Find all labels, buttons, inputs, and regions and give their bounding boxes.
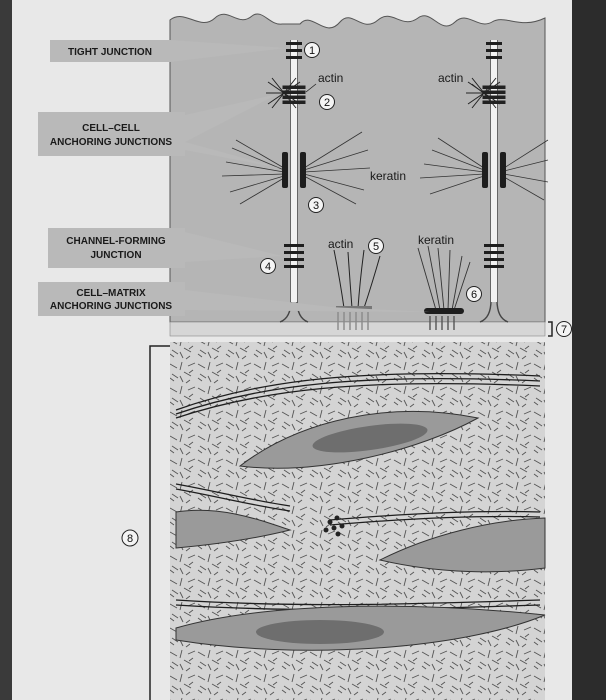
basal-lamina	[169, 321, 546, 337]
connective-tissue-bracket	[149, 345, 170, 700]
adherens-junction	[266, 77, 506, 109]
label-channel-forming-line2: JUNCTION	[90, 250, 141, 261]
label-channel-forming-line1: CHANNEL-FORMING	[66, 236, 166, 247]
word-keratin-low: keratin	[418, 233, 454, 247]
cell-matrix-label-box	[38, 282, 185, 316]
page-edge	[572, 0, 606, 700]
marker-4: 4	[265, 261, 271, 273]
label-cell-cell-line2: ANCHORING JUNCTIONS	[50, 137, 173, 148]
collagen-bundles	[175, 372, 541, 611]
label-pointers	[170, 40, 430, 312]
label-cell-matrix-line2: ANCHORING JUNCTIONS	[50, 301, 173, 312]
label-tight-junction: TIGHT JUNCTION	[68, 47, 152, 58]
word-keratin-mid: keratin	[370, 169, 406, 183]
lateral-membranes	[279, 40, 509, 323]
marker-7: 7	[561, 324, 567, 336]
epithelial-cell-layer	[169, 13, 546, 323]
actin-left-leader	[305, 83, 317, 93]
label-cell-cell-line1: CELL–CELL	[82, 123, 140, 134]
desmosome	[221, 131, 549, 205]
channel-forming-label-box	[48, 228, 185, 268]
tight-junction-label-box	[50, 40, 170, 62]
gap-junction	[284, 244, 504, 268]
marker-8: 8	[127, 533, 133, 545]
marker-3: 3	[313, 200, 319, 212]
granule-cluster	[323, 515, 345, 537]
actin-right-leader	[471, 83, 483, 93]
label-cell-matrix-line1: CELL–MATRIX	[76, 288, 146, 299]
fibroblasts	[175, 410, 546, 651]
marker-5: 5	[373, 241, 379, 253]
marker-1: 1	[309, 45, 315, 57]
number-markers: 1 2 3 4 5 6 7 8	[121, 42, 572, 547]
marker-6: 6	[471, 289, 477, 301]
cell-cell-label-box	[38, 112, 185, 156]
desmosome-plaques	[282, 152, 506, 188]
marker-2: 2	[324, 97, 330, 109]
word-actin-right: actin	[438, 71, 463, 85]
tight-junction-marks	[286, 42, 502, 59]
word-actin-left: actin	[318, 71, 343, 85]
word-actin-low: actin	[328, 237, 353, 251]
hemidesmosome	[417, 245, 471, 330]
